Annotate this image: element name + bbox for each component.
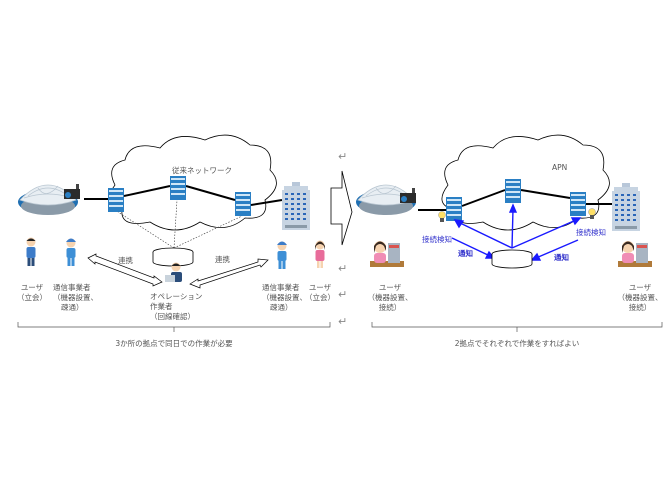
- user-right-icon: [315, 240, 325, 268]
- user-with-device-left-icon: [370, 241, 404, 267]
- network-links-right: [418, 189, 612, 211]
- operator-label: オペレーション 作業者 （回線確認）: [150, 292, 203, 321]
- cloud-label-legacy: 従来ネットワーク: [172, 166, 232, 175]
- caption-left: 3か所の拠点で同日での作業が必要: [115, 339, 233, 348]
- user-right-label: ユーザ （立会）: [305, 283, 335, 302]
- cloud-apn: [441, 134, 610, 231]
- caption-right: 2拠点でそれぞれで作業をすればよい: [454, 339, 580, 348]
- return-mark: ↵: [338, 315, 348, 328]
- user-left-label: ユーザ （立会）: [17, 283, 47, 302]
- bracket-left: [17, 322, 331, 332]
- return-mark: ↵: [338, 150, 348, 163]
- user-right-label-apn: ユーザ （機器設置、 接続）: [617, 283, 663, 312]
- return-mark: ↵: [338, 288, 348, 301]
- coordination-arrow-right: [189, 258, 269, 289]
- detect-label-left: 接続検知: [422, 235, 452, 244]
- building-icon: [612, 183, 640, 231]
- detect-label-right: 接続検知: [576, 228, 606, 237]
- user-left-icon: [26, 237, 36, 266]
- network-links-left: [84, 185, 283, 206]
- database-icon: [152, 247, 194, 267]
- router-icon: [505, 179, 521, 203]
- router-icon: [108, 188, 124, 212]
- router-icon: [570, 192, 586, 216]
- user-left-label-apn: ユーザ （機器設置、 接続）: [367, 283, 413, 312]
- bracket-right: [371, 322, 663, 332]
- carrier-worker-left-icon: [66, 238, 76, 266]
- router-icon: [235, 192, 251, 216]
- link-label-right: 連携: [215, 255, 230, 264]
- user-with-device-right-icon: [618, 241, 652, 267]
- camera-icon: [64, 184, 80, 199]
- notify-label-right: 通知: [554, 253, 569, 262]
- carrier-worker-right-icon: [277, 241, 287, 269]
- notification-arrows: [451, 203, 582, 261]
- database-icon: [491, 249, 533, 269]
- building-icon: [282, 182, 310, 230]
- link-label-left: 連携: [118, 256, 133, 265]
- router-icon: [170, 176, 186, 200]
- cloud-label-apn: APN: [552, 163, 568, 172]
- carrier-right-label: 通信事業者 （機器設置、 疎通）: [262, 283, 307, 312]
- coordination-arrow-left: [87, 253, 163, 287]
- router-icon: [446, 197, 462, 221]
- dotted-monitoring-links: [117, 199, 243, 249]
- return-mark: ↵: [338, 262, 348, 275]
- lightbulb-icon: [438, 211, 446, 223]
- carrier-left-label: 通信事業者 （機器設置、 疎通）: [53, 283, 98, 312]
- notify-label-left: 通知: [458, 249, 473, 258]
- cloud-legacy-network: [108, 134, 277, 231]
- transition-arrow: [330, 170, 353, 246]
